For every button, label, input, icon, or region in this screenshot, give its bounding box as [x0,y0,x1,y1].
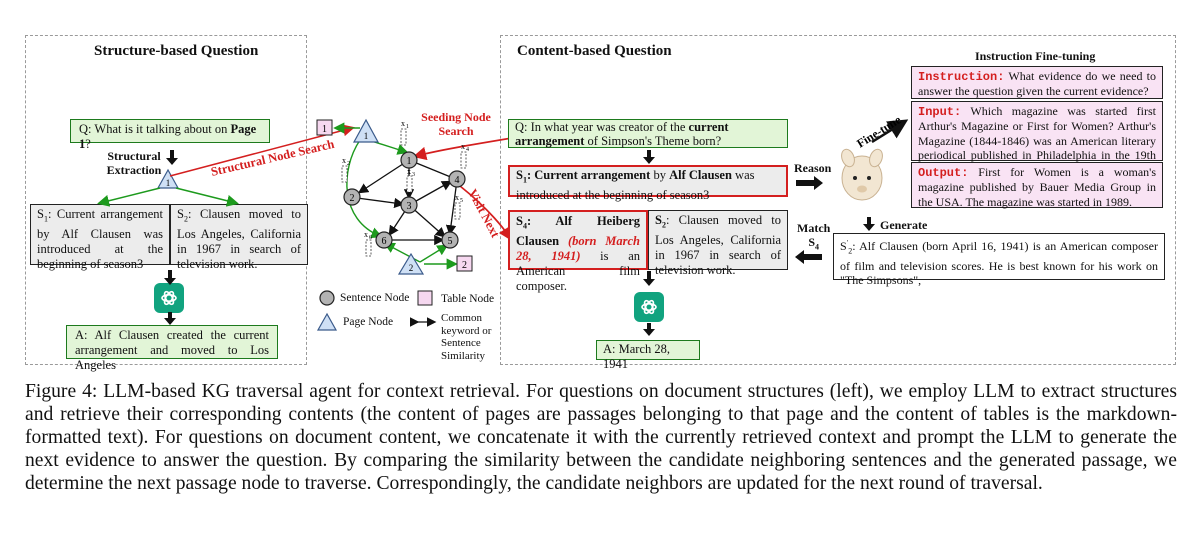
svg-text:1: 1 [364,131,369,141]
content-s2-box: S2: Clausen moved to Los Angeles, Califo… [648,210,788,277]
page-node-2: 2 [397,252,425,275]
svg-text:6: 6 [369,235,372,241]
content-s1-box: S1: Current arrangement by Alf Clausen w… [508,165,788,202]
structure-answer: A: Alf Clausen created the current arran… [66,325,278,372]
arrow-down-2 [164,270,176,285]
svg-text:x: x [342,156,346,165]
structure-panel [25,35,307,365]
svg-text:2: 2 [347,161,350,167]
legend-table-icon [417,290,433,306]
svg-text:1: 1 [322,124,327,135]
svg-text:1: 1 [407,156,412,167]
seeding-node-search-label: Seeding Node Search [421,110,491,138]
table-node-1: 1 [316,119,333,136]
left-down-arrows [164,150,178,325]
sentence-node-labels: 1 2 3 4 5 6 [350,156,460,247]
diagram-graphics: 1 Structural Node Search Visit Next 1 2 [97,112,909,336]
content-answer: A: March 28, 1941 [596,340,700,371]
svg-text:x: x [407,167,411,176]
structure-question: Q: What is it talking about on Page 1? [70,119,270,151]
svg-text:2: 2 [409,263,414,273]
svg-text:5: 5 [448,236,453,247]
match-label: Match S4 [797,221,831,252]
chatgpt-logo [154,283,184,313]
content-title: Content-based Question [517,43,672,59]
svg-text:x: x [401,119,405,128]
svg-text:6: 6 [382,236,387,247]
content-s4-box: S4: Alf Heiberg Clausen (born March 28, … [508,210,648,293]
content-panel [500,35,1176,365]
content-down-arrows [643,150,655,336]
chatgpt-icon [161,290,177,306]
structural-search-arrow [169,124,355,177]
svg-text:5: 5 [460,198,463,204]
sentence-node-4 [448,170,466,188]
structure-title: Structure-based Question [94,43,259,59]
table-node-2: 2 [456,255,473,272]
structure-s1-box: S1: Current arrangement by Alf Clausen w… [30,204,170,271]
svg-text:2: 2 [462,260,467,271]
chatgpt-logo-content [634,292,664,322]
legend-page-icon [316,312,338,331]
svg-text:x: x [455,193,459,202]
visit-next-label: Visit Next [465,187,502,241]
fine-tune-label: Fine-tune [854,112,904,150]
svg-text:1: 1 [406,124,409,130]
content-question: Q: In what year was creator of the curre… [508,119,788,148]
left-green-edge-2 [175,187,239,207]
sentence-node-3 [400,196,418,214]
svg-text:3: 3 [412,172,415,178]
svg-text:4: 4 [466,147,469,153]
arrow-down-3 [164,312,176,325]
sentence-node-2 [343,188,361,206]
instruction-box: Instruction: What evidence do we need to… [911,66,1163,99]
sentence-node-1 [400,151,418,169]
svg-text:x: x [364,230,368,239]
reason-label: Reason [794,161,832,175]
legend-table-label: Table Node [441,293,495,305]
svg-text:3: 3 [407,201,412,212]
sentence-node-6 [375,231,393,249]
legend-edge-label: Common keyword or Sentence Similarity [441,312,492,362]
alpaca-icon [841,148,883,201]
legend [316,290,437,331]
figure-caption: Figure 4: LLM-based KG traversal agent f… [25,381,1177,494]
legend-sentence-icon [319,290,335,306]
sentence-nodes [343,151,466,249]
match-arrow [795,250,822,264]
input-box: Input: Which magazine was started first … [911,101,1163,177]
legend-page-label: Page Node [343,316,394,328]
svg-text:x: x [461,142,465,151]
structural-extraction-label: Structural Extraction [106,149,162,177]
legend-sentence-label: Sentence Node [340,292,410,304]
structural-search-label: Structural Node Search [210,137,336,179]
svg-text:4: 4 [455,175,460,186]
generate-arrow [863,217,875,231]
chatgpt-icon [641,299,657,315]
sentence-node-5 [441,231,459,249]
page-node-1: 1 [352,118,380,143]
fine-tune-arrow [871,119,909,144]
svg-text:1: 1 [166,178,171,188]
structure-s2-box: S2: Clausen moved to Los Angeles, Califo… [170,204,308,271]
svg-text:2: 2 [350,193,355,204]
output-box: Output: First for Women is a woman's mag… [911,162,1163,209]
left-green-edge-1 [97,187,161,207]
seeding-arrow [412,137,513,161]
generated-passage-box: S′2: Alf Clausen (born April 16, 1941) i… [833,233,1165,287]
finetune-title: Instruction Fine-tuning [975,49,1096,63]
reason-arrow [796,176,823,190]
generate-label: Generate [880,218,928,232]
left-page-node: 1 [156,168,180,189]
arrow-down-1 [166,150,178,165]
